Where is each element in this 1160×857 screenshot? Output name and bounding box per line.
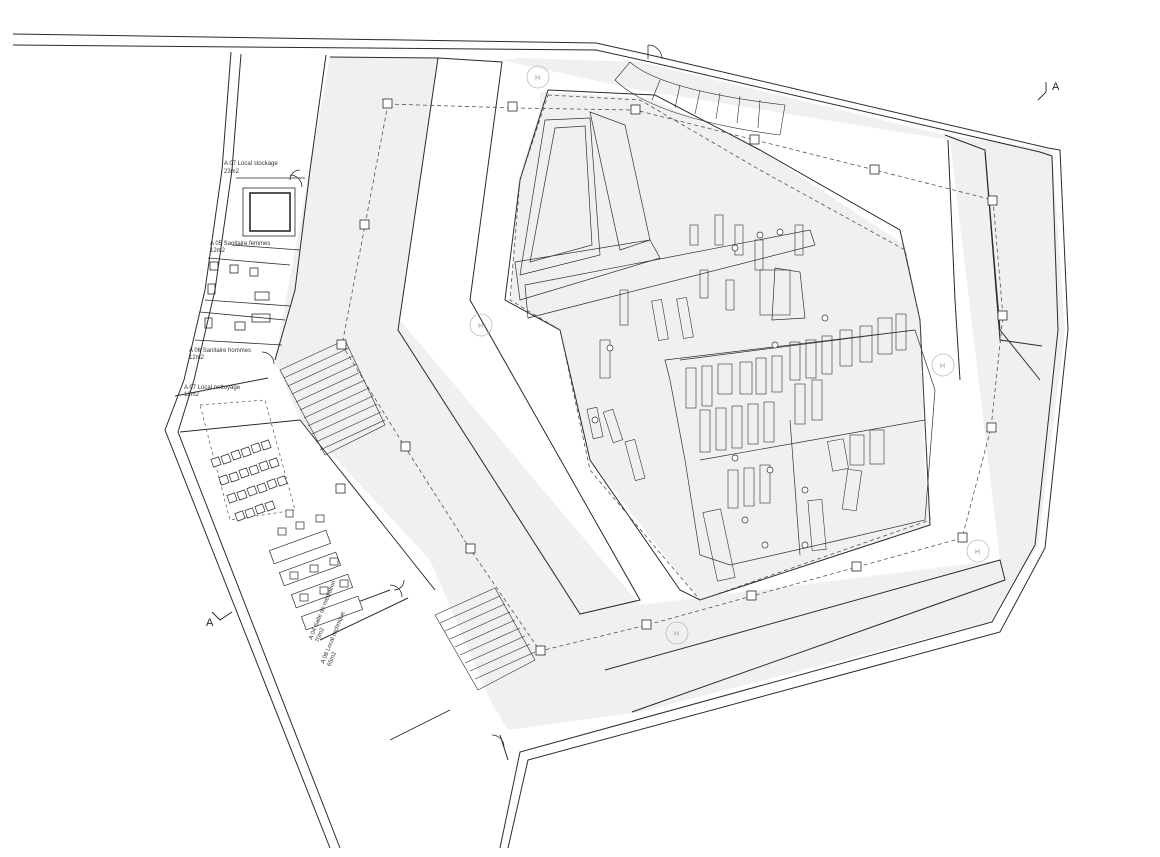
- room-label-cleaning: A 07 Local nettoyage: [184, 385, 241, 391]
- room-label-women: A 05 Sanitaire femmes: [210, 241, 270, 247]
- room-area-mediation: 70m2: [315, 627, 326, 644]
- room-area-women: 12m2: [210, 248, 226, 254]
- h-marker-label: H: [975, 549, 980, 556]
- mediation-desks: [199, 399, 364, 631]
- archaeological-remains: [514, 111, 936, 582]
- h-markers: H H H H H: [469, 65, 990, 645]
- h-marker: [931, 353, 955, 377]
- h-marker-label: H: [535, 75, 540, 82]
- walls: [12, 33, 1069, 849]
- room-area-storage: 23m2: [224, 169, 240, 175]
- section-markers: [211, 82, 1047, 741]
- h-marker: [526, 65, 550, 89]
- dashed-roof-outline: [341, 94, 1004, 652]
- room-label-storage: A 07 Local stockage: [224, 161, 278, 167]
- doors: [289, 44, 663, 591]
- room-label-men: A 06 Sanitaire hommes: [189, 348, 251, 354]
- room-area-technical: 65m2: [327, 651, 338, 668]
- h-marker: [469, 313, 493, 337]
- room-area-cleaning: 12m2: [184, 392, 200, 398]
- h-marker-label: H: [478, 323, 483, 330]
- columns: [335, 98, 1008, 656]
- h-marker: [665, 621, 689, 645]
- service-rooms: [194, 174, 505, 748]
- room-area-men: 12m2: [189, 355, 205, 361]
- section-marker-label-west: A: [206, 617, 214, 629]
- h-marker-label: H: [674, 631, 679, 638]
- h-marker: [966, 539, 990, 563]
- stairs: [279, 61, 786, 691]
- h-marker-label: H: [940, 363, 945, 370]
- section-marker-label-east: A: [1052, 81, 1060, 93]
- shaded-zones: [275, 57, 1065, 730]
